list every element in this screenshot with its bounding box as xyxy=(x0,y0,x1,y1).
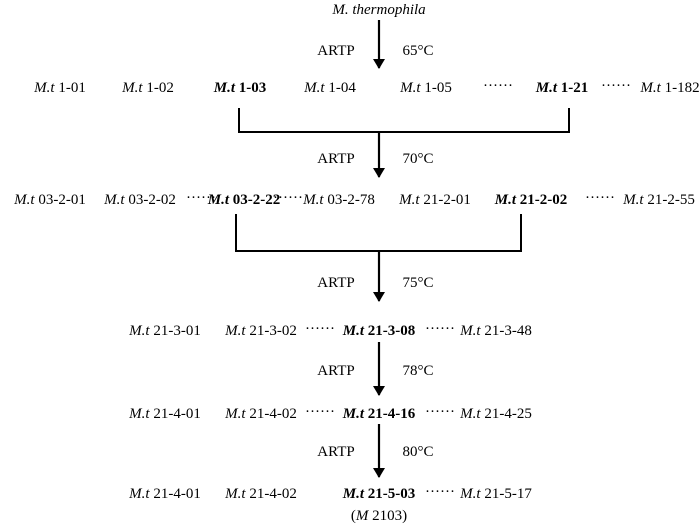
ellipsis: ······ xyxy=(425,321,455,337)
ellipsis: ······ xyxy=(273,190,303,206)
step-3-temperature: 75°C xyxy=(402,275,434,291)
strain-21-2-55: M.t 21-2-55 xyxy=(623,192,695,208)
ellipsis: ······ xyxy=(483,78,513,94)
strain-1-21-selected: M.t 1-21 xyxy=(535,80,589,96)
ellipsis: ······ xyxy=(305,404,335,420)
step-3-method: ARTP xyxy=(317,275,355,291)
strain-1-02: M.t 1-02 xyxy=(122,80,174,96)
step-5-method: ARTP xyxy=(317,444,355,460)
strain-21-3-02: M.t 21-3-02 xyxy=(225,323,297,339)
strain-21-3-48: M.t 21-3-48 xyxy=(460,323,532,339)
ellipsis: ······ xyxy=(425,404,455,420)
strain-21-2-02-selected: M.t 21-2-02 xyxy=(494,192,568,208)
strain-21-4-01: M.t 21-4-01 xyxy=(129,406,201,422)
root-organism: M. thermophila xyxy=(332,2,426,18)
step-5-temperature: 80°C xyxy=(402,444,434,460)
step-4-temperature: 78°C xyxy=(402,363,434,379)
step-4-method: ARTP xyxy=(317,363,355,379)
strain-03-2-22-selected: M.t 03-2-22 xyxy=(207,192,281,208)
strain-21-2-01: M.t 21-2-01 xyxy=(399,192,471,208)
strain-21-4-02: M.t 21-4-02 xyxy=(225,406,297,422)
strain-21-3-08-selected: M.t 21-3-08 xyxy=(342,323,416,339)
ellipsis: ······ xyxy=(585,190,615,206)
strain-1-03-selected: M.t 1-03 xyxy=(213,80,267,96)
strain-21-3-01: M.t 21-3-01 xyxy=(129,323,201,339)
final-strain-name: (M 2103) xyxy=(350,508,408,524)
step-2-temperature: 70°C xyxy=(402,151,434,167)
strain-1-01: M.t 1-01 xyxy=(34,80,86,96)
ellipsis: ······ xyxy=(305,321,335,337)
strain-21-4-02-final-row: M.t 21-4-02 xyxy=(225,486,297,502)
strain-21-4-01-final-row: M.t 21-4-01 xyxy=(129,486,201,502)
merge-bracket-2 xyxy=(235,214,522,252)
strain-21-5-03-selected: M.t 21-5-03 xyxy=(342,486,416,502)
step-2-method: ARTP xyxy=(317,151,355,167)
strain-03-2-78: M.t 03-2-78 xyxy=(303,192,375,208)
strain-21-5-17: M.t 21-5-17 xyxy=(460,486,532,502)
strain-03-2-01: M.t 03-2-01 xyxy=(14,192,86,208)
strain-21-4-16-selected: M.t 21-4-16 xyxy=(342,406,416,422)
step-1-method: ARTP xyxy=(317,43,355,59)
strain-1-04: M.t 1-04 xyxy=(304,80,356,96)
strain-1-182: M.t 1-182 xyxy=(640,80,699,96)
strain-21-4-25: M.t 21-4-25 xyxy=(460,406,532,422)
strain-03-2-02: M.t 03-2-02 xyxy=(104,192,176,208)
ellipsis: ······ xyxy=(601,78,631,94)
ellipsis: ······ xyxy=(186,190,216,206)
merge-bracket-1 xyxy=(238,108,570,133)
strain-1-05: M.t 1-05 xyxy=(400,80,452,96)
ellipsis: ······ xyxy=(425,484,455,500)
step-1-temperature: 65°C xyxy=(402,43,434,59)
